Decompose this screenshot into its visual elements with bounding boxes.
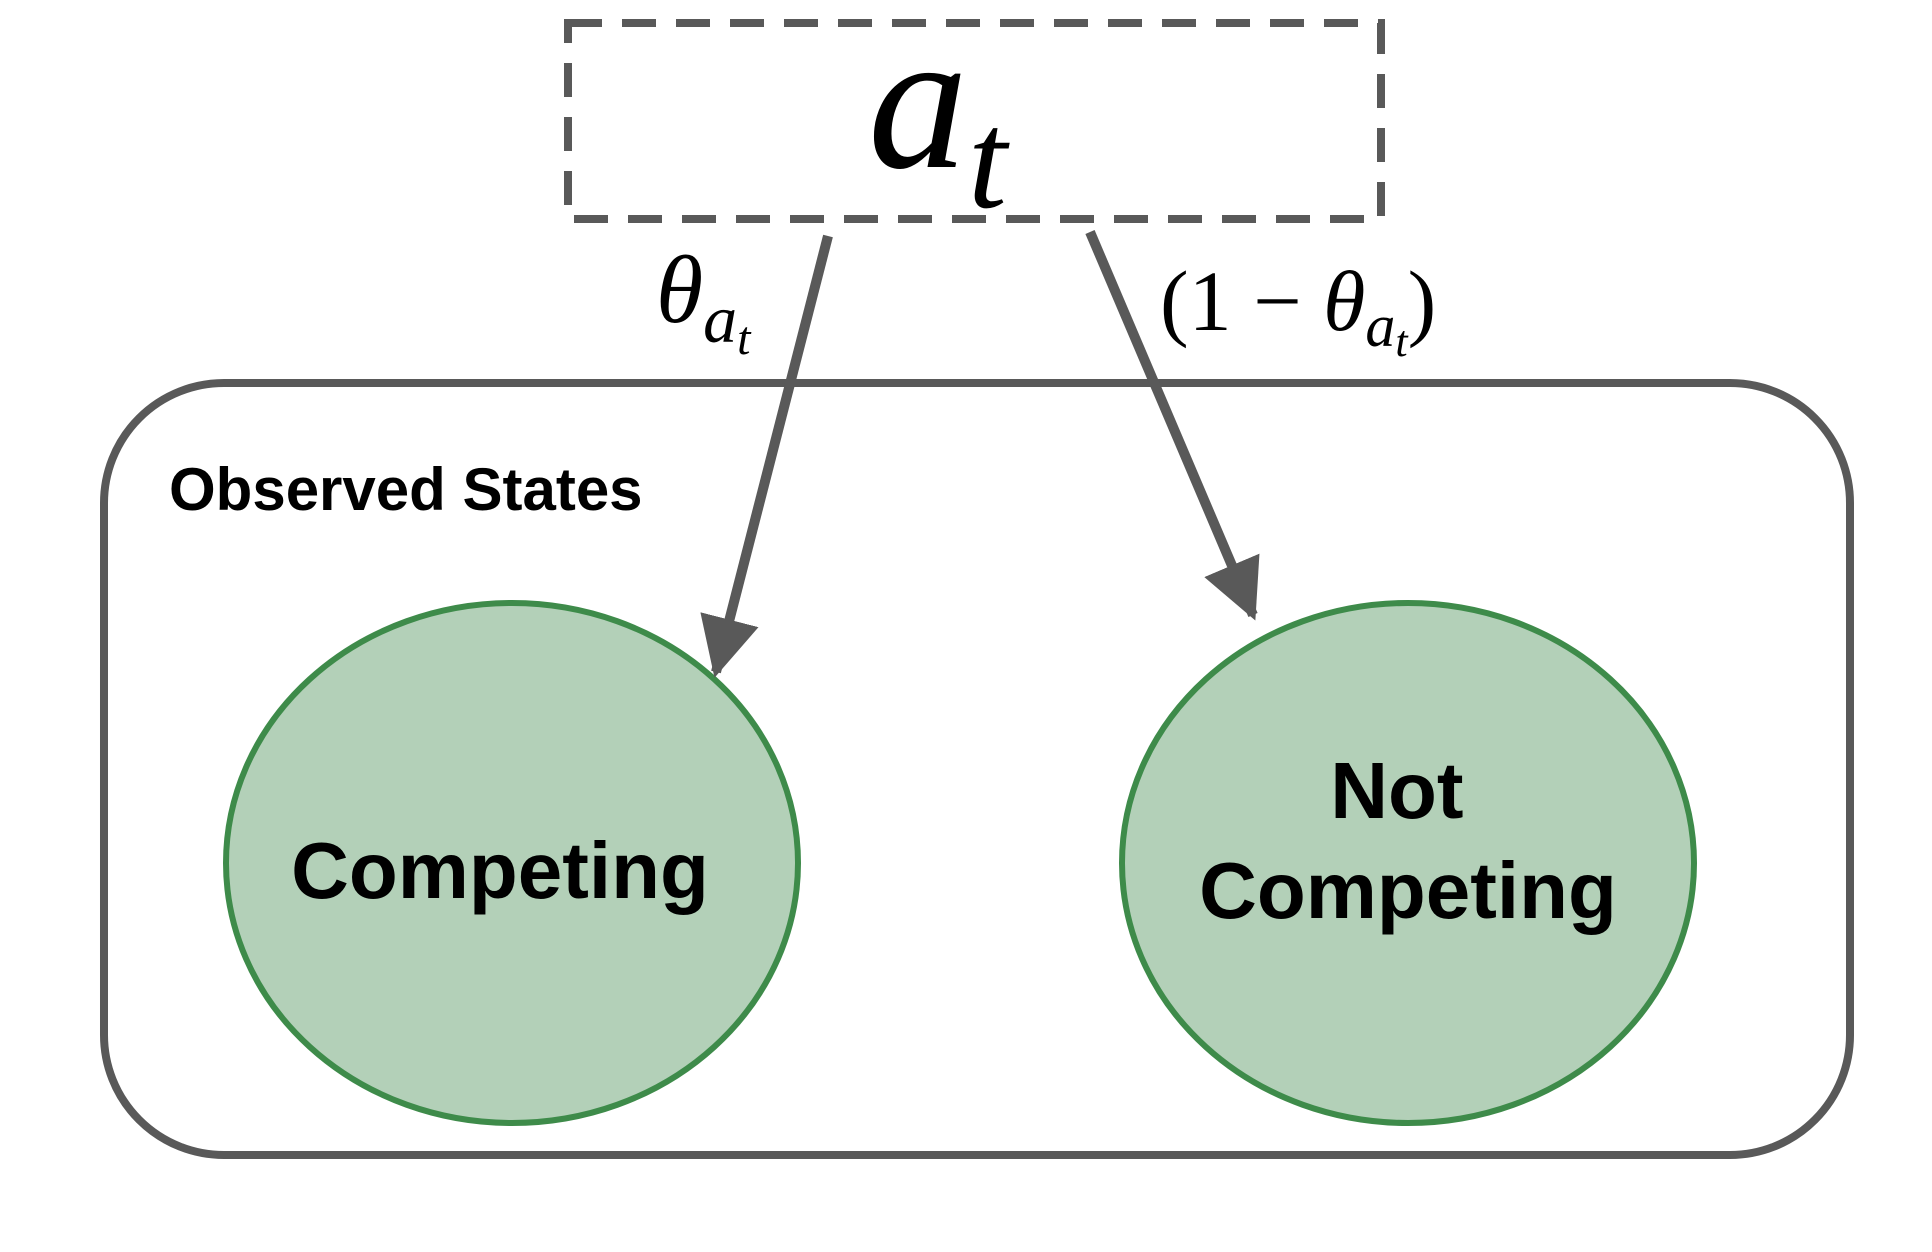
observed-states-group [100,379,1854,1159]
state-label-not-competing: Not Competing [1199,746,1617,935]
latent-base: a [868,0,968,211]
state-label-line: Not [1330,746,1463,835]
theta-symbol: θ [656,236,703,343]
theta-subscript-base: a [1365,293,1395,359]
theta-subscript-base: a [703,281,737,357]
edge-label-one-minus-theta: (1 − θat) [1160,253,1436,366]
edge-label-theta: θat [656,236,752,365]
state-node-competing [223,600,801,1126]
theta-symbol: θ [1323,253,1365,349]
paren-open-one-minus: (1 − [1160,253,1323,349]
edge-arrow-to-not-competing [1085,230,1260,621]
state-label-competing: Competing [291,826,709,915]
edge-arrow-to-competing [700,234,833,678]
latent-subscript: t [968,83,1010,238]
theta-subscript-sub: t [1395,317,1409,366]
latent-variable-box [564,19,1385,223]
latent-variable-label: at [868,0,1010,238]
state-label-line: Competing [291,826,709,915]
paren-close: ) [1408,253,1437,349]
state-node-not-competing [1119,600,1697,1126]
group-title: Observed States [169,456,643,523]
theta-subscript-sub: t [737,312,752,365]
state-label-line: Competing [1199,846,1617,935]
